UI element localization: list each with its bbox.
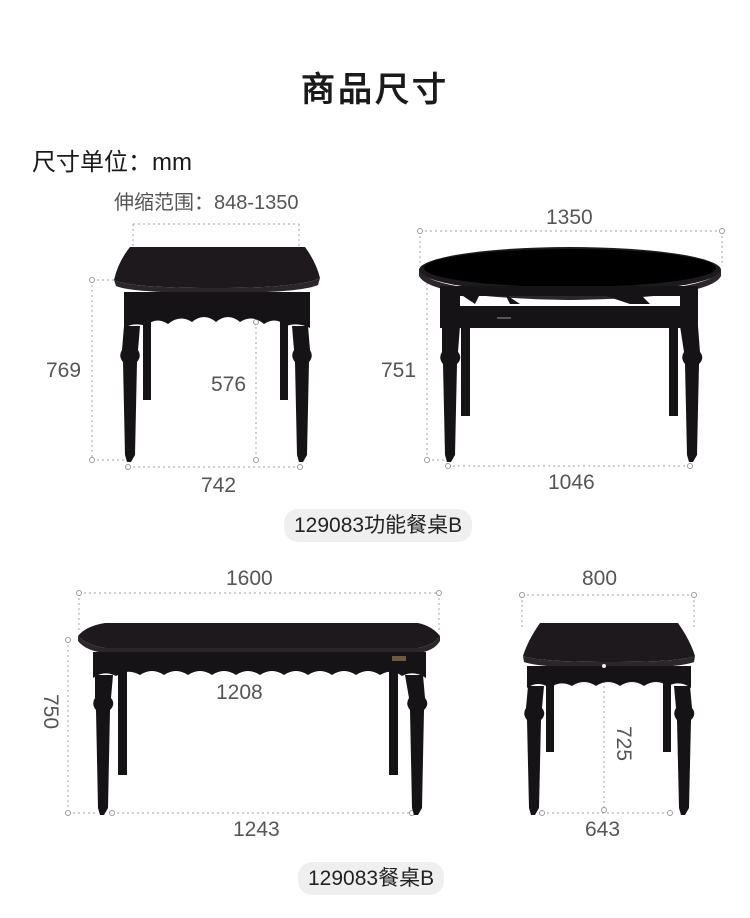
closed-height-label: 769: [46, 359, 82, 382]
table-closed-illustration: [89, 223, 320, 470]
closed-width-label: 742: [201, 474, 237, 497]
small-top-width-label: 800: [582, 567, 618, 590]
product-caption-function-table: 129083功能餐桌B: [284, 509, 473, 543]
page-title: 商品尺寸: [301, 71, 449, 109]
open-height-label: 751: [381, 359, 417, 382]
large-height-label: 750: [39, 694, 62, 730]
table-large-illustration: [65, 590, 442, 816]
extension-range-label: 伸缩范围：848-1350: [114, 192, 299, 214]
small-leg-span-label: 643: [585, 818, 621, 841]
small-height-label: 725: [612, 726, 635, 762]
large-top-width-label: 1600: [226, 567, 273, 590]
large-leg-span-label: 1243: [233, 818, 280, 841]
large-inner-width-label: 1208: [216, 681, 263, 704]
open-top-width-label: 1350: [546, 206, 593, 229]
unit-label: 尺寸单位：mm: [32, 149, 192, 176]
open-leg-span-label: 1046: [548, 471, 595, 494]
closed-apron-height-label: 576: [211, 373, 247, 396]
table-small-illustration: [519, 592, 697, 816]
table-open-illustration: [417, 228, 725, 469]
product-caption-dining-table: 129083餐桌B: [298, 862, 445, 896]
